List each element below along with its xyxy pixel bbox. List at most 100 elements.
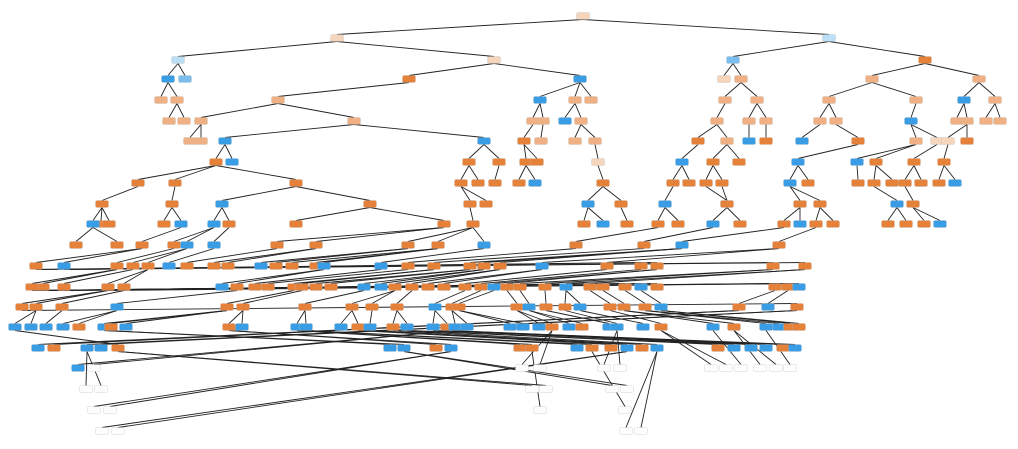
tree-node — [357, 283, 371, 291]
tree-node — [638, 303, 652, 311]
tree-edge — [221, 186, 297, 201]
tree-node — [715, 179, 729, 187]
tree-edge — [173, 227, 215, 242]
tree-node — [654, 303, 668, 311]
tree-edge — [396, 290, 413, 304]
tree-node — [477, 241, 491, 249]
tree-node — [603, 303, 617, 311]
tree-edge — [748, 103, 758, 118]
tree-node — [539, 303, 553, 311]
tree-edge — [369, 207, 445, 221]
tree-edge — [14, 330, 119, 345]
tree-node — [979, 117, 993, 125]
tree-edge — [275, 248, 409, 263]
tree-edge — [176, 103, 185, 118]
tree-node — [466, 220, 480, 228]
tree-node — [617, 303, 631, 311]
tree-node — [533, 96, 547, 104]
tree-edge — [565, 290, 581, 304]
tree-node — [573, 303, 587, 311]
tree-node — [429, 344, 443, 352]
tree-edge — [624, 290, 646, 304]
tree-node — [405, 283, 419, 291]
tree-edge — [228, 310, 244, 324]
tree-edge — [947, 124, 968, 138]
tree-edge — [101, 186, 139, 201]
tree-edge — [351, 310, 359, 324]
tree-node — [95, 427, 109, 435]
tree-edge — [163, 207, 173, 221]
tree-edge — [494, 165, 500, 180]
tree-node — [363, 323, 377, 331]
tree-node — [94, 385, 108, 393]
tree-edge — [353, 124, 485, 138]
tree-edge — [92, 227, 118, 242]
tree-node — [699, 179, 713, 187]
tree-node — [162, 262, 176, 270]
tree-node — [207, 241, 221, 249]
tree-node — [383, 344, 397, 352]
tree-node — [881, 220, 895, 228]
tree-node — [581, 200, 595, 208]
tree-edge — [168, 248, 215, 263]
tree-node — [568, 137, 582, 145]
tree-node — [141, 262, 155, 270]
tree-edge — [721, 186, 728, 201]
tree-node — [222, 220, 236, 228]
tree-edge — [117, 351, 547, 386]
tree-node — [651, 220, 665, 228]
tree-edge — [672, 165, 683, 180]
tree-node — [135, 241, 149, 249]
tree-edge — [357, 330, 612, 345]
tree-node — [558, 303, 572, 311]
tree-node — [809, 220, 823, 228]
tree-node — [619, 427, 633, 435]
tree-node — [101, 283, 115, 291]
tree-node — [528, 179, 542, 187]
tree-node — [918, 56, 932, 64]
tree-node — [31, 344, 45, 352]
tree-node — [706, 220, 720, 228]
tree-edge — [575, 227, 659, 242]
tree-edge — [167, 82, 178, 97]
tree-edge — [789, 186, 801, 201]
tree-node — [790, 303, 804, 311]
tree-edge — [716, 124, 728, 138]
tree-node — [462, 158, 476, 166]
tree-edge — [31, 283, 658, 291]
tree-node — [111, 344, 125, 352]
tree-node — [55, 303, 69, 311]
tree-edge — [518, 165, 527, 180]
tree-node — [666, 179, 680, 187]
tree-edge — [705, 165, 714, 180]
tree-node — [937, 158, 951, 166]
tree-node — [458, 283, 472, 291]
tree-edge — [887, 207, 898, 221]
tree-edge — [432, 310, 436, 324]
tree-node — [851, 179, 865, 187]
tree-node — [471, 179, 485, 187]
tree-edge — [371, 290, 396, 304]
tree-node — [215, 283, 229, 291]
tree-edge — [819, 103, 830, 118]
tree-node — [759, 117, 773, 125]
tree-edge — [664, 207, 679, 221]
tree-edge — [186, 248, 278, 263]
tree-edge — [227, 248, 317, 263]
tree-edge — [789, 165, 799, 180]
tree-node — [374, 262, 388, 270]
tree-node — [634, 262, 648, 270]
tree-node — [431, 241, 445, 249]
tree-node — [536, 117, 550, 125]
tree-edge — [200, 103, 279, 118]
tree-node — [170, 96, 184, 104]
tree-edge — [616, 330, 621, 365]
tree-node — [207, 220, 221, 228]
tree-node — [706, 158, 720, 166]
tree-node — [906, 200, 920, 208]
tree-node — [960, 137, 974, 145]
tree-node — [753, 364, 767, 372]
tree-edge — [101, 207, 110, 221]
tree-node — [734, 75, 748, 83]
tree-edge — [732, 63, 742, 76]
